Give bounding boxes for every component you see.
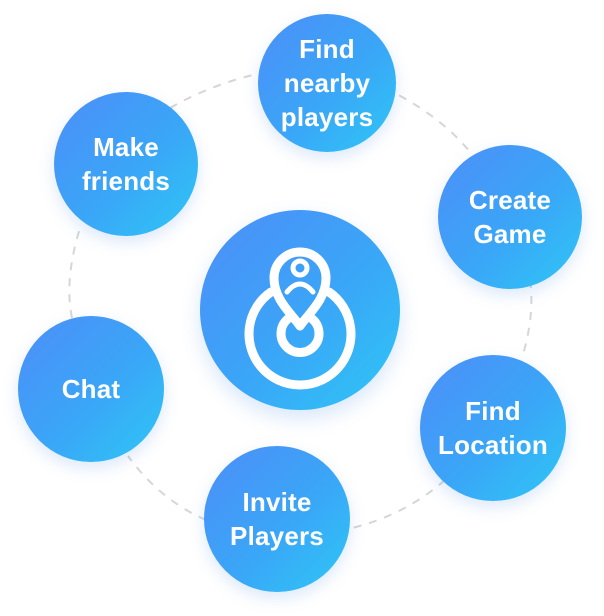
connector-chat-to-friends (68, 227, 81, 319)
node-invite-players[interactable]: Invite Players (204, 446, 350, 592)
node-chat[interactable]: Chat (18, 316, 164, 462)
node-label-make-friends: Make friends (81, 132, 171, 196)
hub-circle (200, 210, 400, 410)
connector-location-to-invite (351, 479, 446, 529)
node-label-find-nearby-players: Find nearby players (280, 34, 374, 132)
connector-invite-to-chat (127, 455, 207, 521)
node-label-find-location: Find Location (438, 396, 548, 460)
node-create-game[interactable]: Create Game (438, 145, 582, 289)
location-pin-user-icon (244, 247, 356, 390)
node-make-friends[interactable]: Make friends (54, 92, 198, 236)
connector-create-to-location (521, 279, 533, 359)
connector-friends-to-find (169, 73, 258, 109)
node-label-invite-players: Invite Players (230, 487, 324, 551)
connector-find-to-create (384, 87, 471, 153)
node-find-location[interactable]: Find Location (420, 355, 566, 501)
node-label-chat: Chat (61, 374, 121, 404)
node-label-create-game: Create Game (468, 185, 552, 249)
node-find-nearby-players[interactable]: Find nearby players (258, 14, 396, 152)
